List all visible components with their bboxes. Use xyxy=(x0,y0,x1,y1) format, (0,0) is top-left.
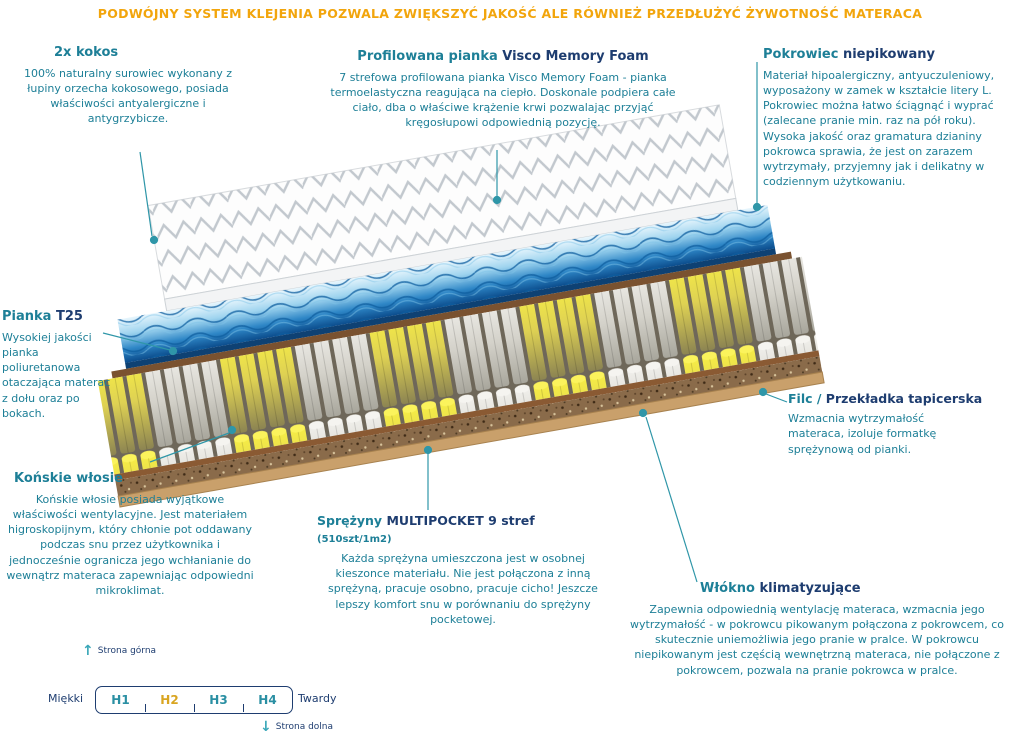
zigzag-foam-pattern xyxy=(148,104,736,300)
soft-label: Miękki xyxy=(48,692,84,705)
headline: PODWÓJNY SYSTEM KLEJENIA POZWALA ZWIĘKSZ… xyxy=(97,6,923,21)
callout-filc-title-secondary: Przekładka tapicerska xyxy=(825,391,983,406)
foam-edge-layer xyxy=(163,197,739,312)
hardness-scale: H1 H2 H3 H4 xyxy=(95,686,293,714)
callout-2x-kokos-title: 2x kokos xyxy=(54,45,119,60)
callout-pokrowiec-title-primary: Pokrowiec xyxy=(763,47,839,62)
hardness-level-h2[interactable]: H2 xyxy=(145,687,195,713)
callout-visco-title-secondary: Visco Memory Foam xyxy=(502,49,649,64)
callout-konskie-wlosie-body: Końskie włosie posiada wyjątkowe właściw… xyxy=(6,492,254,597)
callout-sprezyny-title-note: (510szt/1m2) xyxy=(317,534,392,546)
callout-sprezyny-body: Każda sprężyna umieszczona jest w osobne… xyxy=(328,552,598,626)
bottom-side-label: Strona dolna xyxy=(275,722,334,732)
callout-wlokno-title: Włókno klimatyzujące xyxy=(618,580,1016,598)
base-foam-edge xyxy=(117,371,825,508)
hardness-level-h3[interactable]: H3 xyxy=(194,687,244,713)
callout-visco-body: 7 strefowa profilowana pianka Visco Memo… xyxy=(330,70,676,130)
callout-wlokno-title-secondary: klimatyzujące xyxy=(759,581,861,596)
callout-pianka-t25-title-secondary: T25 xyxy=(55,309,83,324)
callout-konskie-wlosie: Końskie włosie Końskie włosie posiada wy… xyxy=(6,470,254,598)
callout-sprezyny-title-secondary: MULTIPOCKET 9 stref xyxy=(386,513,535,528)
top-side-label: Strona górna xyxy=(97,646,157,656)
callout-sprezyny-title-primary: Sprężyny xyxy=(317,513,383,528)
callout-sprezyny-multipocket: Sprężyny MULTIPOCKET 9 stref (510szt/1m2… xyxy=(313,512,613,627)
scale-tick xyxy=(242,704,244,712)
callout-pianka-t25: Pianka T25 Wysokiej jakości pianka poliu… xyxy=(2,308,114,421)
callout-filc: Filc / Przekładka tapicerska Wzmacnia wy… xyxy=(788,390,1016,457)
hard-label: Twardy xyxy=(298,692,337,705)
arrow-down-icon: ↓ xyxy=(260,719,272,735)
callout-filc-title: Filc / Przekładka tapicerska xyxy=(788,390,1016,407)
pocket-springs-layer xyxy=(97,256,819,475)
callout-visco-memory-foam: Profilowana pianka Visco Memory Foam 7 s… xyxy=(328,48,678,131)
scale-tick xyxy=(193,704,195,712)
callout-filc-body: Wzmacnia wytrzymałość materaca, izoluje … xyxy=(788,412,937,456)
callout-visco-title-primary: Profilowana pianka xyxy=(357,49,498,64)
callout-konskie-wlosie-title: Końskie włosie xyxy=(14,471,123,486)
arrow-up-icon: ↑ xyxy=(82,643,94,659)
callout-pokrowiec-title: Pokrowiec niepikowany xyxy=(763,46,1018,64)
felt-layer-bottom xyxy=(114,350,820,481)
callout-pokrowiec: Pokrowiec niepikowany Materiał hipoalerg… xyxy=(763,46,1018,189)
callout-pokrowiec-title-secondary: niepikowany xyxy=(842,47,935,62)
callout-wlokno-title-primary: Włókno xyxy=(700,581,755,596)
bottom-side-indicator: ↓ Strona dolna xyxy=(260,720,333,734)
callout-pianka-t25-title-primary: Pianka xyxy=(2,309,52,324)
visco-wave-texture xyxy=(117,204,776,363)
callout-2x-kokos-body: 100% naturalny surowiec wykonany z łupin… xyxy=(24,66,232,126)
callout-sprezyny-title: Sprężyny MULTIPOCKET 9 stref (510szt/1m2… xyxy=(317,512,613,547)
callout-pokrowiec-body: Materiał hipoalergiczny, antyuczuleniowy… xyxy=(763,68,995,189)
felt-layer-top xyxy=(111,251,793,379)
callout-wlokno-body: Zapewnia odpowiednią wentylację materaca… xyxy=(630,602,1004,677)
mattress-illustration xyxy=(97,104,825,508)
callout-2x-kokos: 2x kokos 100% naturalny surowiec wykonan… xyxy=(12,44,244,127)
coconut-layer xyxy=(115,356,823,497)
scale-tick xyxy=(144,704,146,712)
callout-visco-title: Profilowana pianka Visco Memory Foam xyxy=(328,48,678,66)
top-side-indicator: ↑ Strona górna xyxy=(82,644,156,658)
callout-wlokno-klimatyzujace: Włókno klimatyzujące Zapewnia odpowiedni… xyxy=(618,580,1016,678)
callout-pianka-t25-title: Pianka T25 xyxy=(2,308,114,326)
hardness-level-h4[interactable]: H4 xyxy=(258,693,277,707)
hardness-level-h1[interactable]: H1 xyxy=(96,687,146,713)
callout-filc-title-primary: Filc / xyxy=(788,391,822,406)
visco-edge xyxy=(125,248,777,369)
callout-pianka-t25-body: Wysokiej jakości pianka poliuretanowa ot… xyxy=(2,330,111,420)
